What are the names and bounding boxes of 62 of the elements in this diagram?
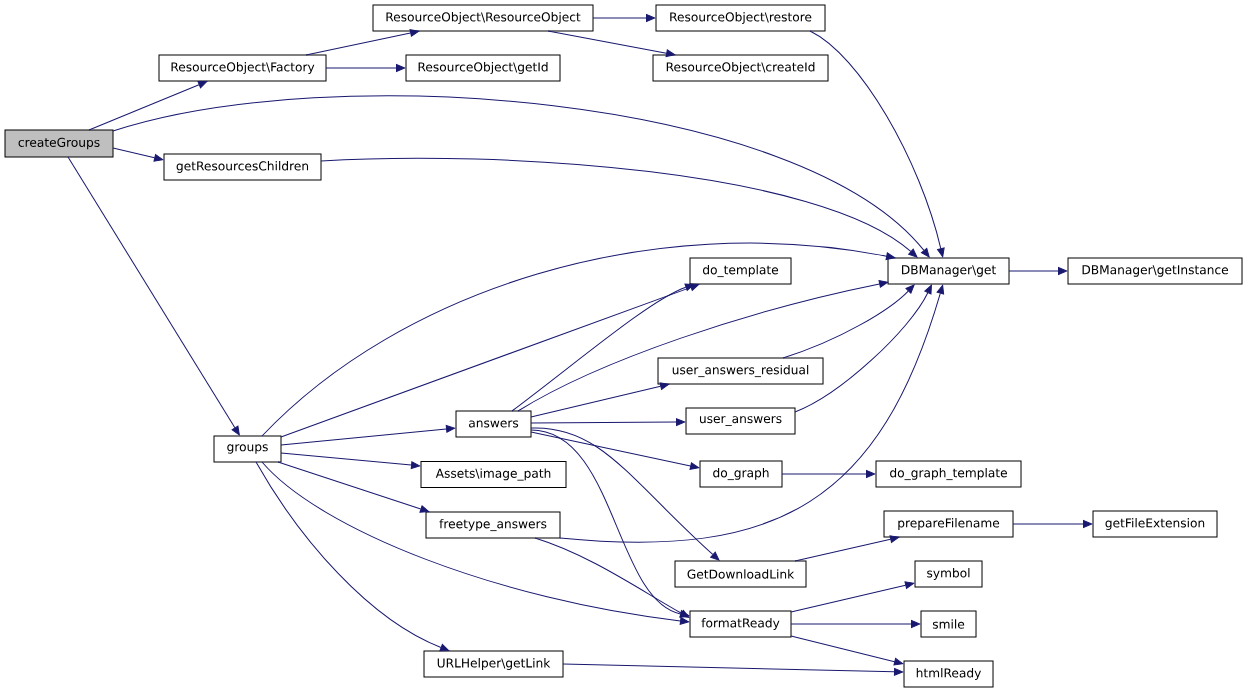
function-box: prepareFilename	[883, 510, 1014, 538]
call-arrow	[562, 663, 904, 676]
call-arrow	[325, 64, 406, 72]
call-arrow	[530, 427, 720, 561]
function-box: ResourceObject\Factory	[158, 54, 327, 82]
call-arrow	[67, 156, 240, 436]
call-arrow	[255, 461, 450, 652]
call-arrow	[517, 280, 889, 412]
call-arrow	[530, 431, 700, 470]
function-box: formatReady	[689, 610, 792, 638]
function-box: Assets\image_path	[420, 461, 567, 488]
call-arrow	[320, 157, 918, 258]
function-box: ResourceObject\restore	[655, 4, 826, 32]
function-box: groups	[213, 435, 282, 463]
function-box: symbol	[914, 560, 983, 588]
call-arrow	[112, 95, 930, 258]
function-box: user_answers_residual	[657, 357, 824, 385]
function-box: ResourceObject\ResourceObject	[372, 4, 594, 32]
function-box: user_answers	[685, 407, 796, 435]
call-arrow	[782, 284, 915, 359]
function-box: ResourceObject\getId	[405, 54, 561, 82]
call-arrow	[794, 284, 932, 413]
highlighted-function-box: createGroups	[4, 129, 114, 158]
function-box: URLHelper\getLink	[423, 650, 564, 678]
call-arrow	[277, 461, 430, 513]
function-box: ResourceObject\createId	[652, 54, 829, 82]
call-arrow	[559, 284, 945, 543]
call-arrow	[781, 470, 876, 478]
call-arrow	[1008, 267, 1068, 275]
call-arrow	[305, 29, 420, 56]
call-arrow	[534, 537, 690, 618]
call-arrow	[511, 283, 695, 412]
call-arrow	[112, 147, 164, 162]
function-box: DBManager\getInstance	[1067, 257, 1243, 285]
function-box: answers	[455, 410, 532, 438]
call-arrow	[530, 429, 690, 618]
function-box: getFileExtension	[1092, 510, 1218, 538]
call-arrow	[794, 535, 900, 562]
function-box: do_template	[689, 257, 792, 285]
call-arrow	[790, 635, 904, 666]
call-arrow	[261, 461, 690, 625]
function-box: freetype_answers	[425, 511, 561, 539]
call-arrow	[592, 14, 656, 22]
call-arrow	[809, 30, 945, 258]
call-arrow	[530, 418, 686, 426]
call-arrow	[280, 283, 700, 438]
call-arrow	[547, 30, 676, 58]
call-arrow	[790, 620, 921, 628]
call-arrow	[790, 581, 915, 613]
call-arrow	[530, 382, 670, 418]
function-box: DBManager\get	[887, 257, 1010, 285]
call-arrow	[1012, 520, 1093, 528]
function-box: do_graph	[699, 460, 783, 488]
function-box: do_graph_template	[875, 460, 1022, 488]
function-box: smile	[920, 610, 977, 638]
function-box: getResourcesChildren	[163, 153, 322, 181]
call-arrow	[261, 242, 896, 437]
call-arrow	[280, 452, 421, 469]
function-box: htmlReady	[903, 660, 994, 688]
call-arrow	[280, 425, 456, 446]
call-arrow	[88, 81, 208, 131]
function-box: GetDownloadLink	[674, 560, 807, 588]
